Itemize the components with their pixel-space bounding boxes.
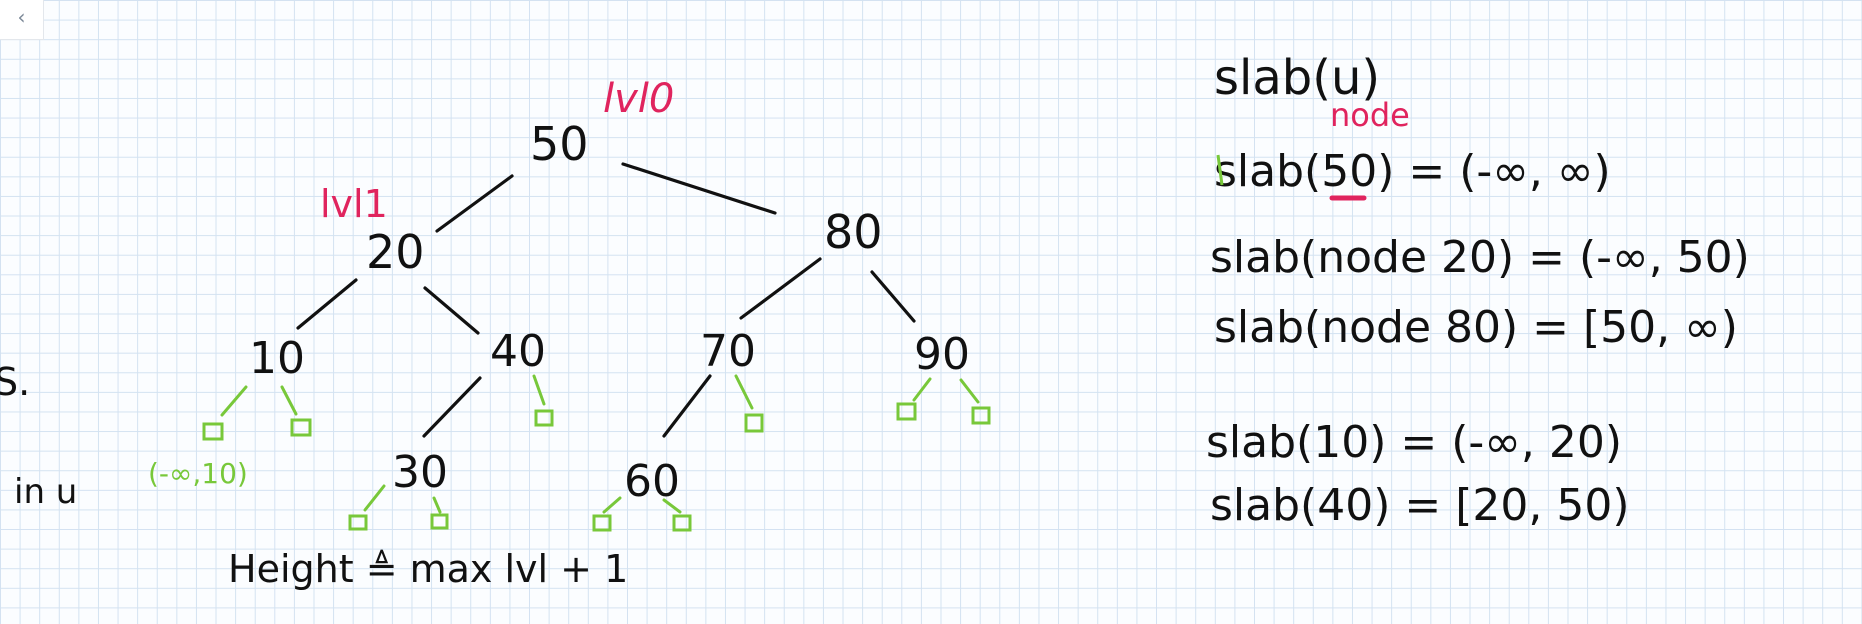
nil-leaf-box [971, 406, 991, 425]
edge-20-10 [296, 278, 358, 330]
node-40: 40 [490, 326, 546, 377]
nil-leaf-box [896, 402, 917, 421]
slab-line-2: slab(node 20) = (-∞, 50) [1210, 232, 1750, 283]
slab-line-3: slab(node 80) = [50, ∞) [1214, 302, 1738, 353]
slab-line-5: slab(40) = [20, 50) [1210, 480, 1629, 531]
nil-leaf-box [744, 413, 764, 433]
nil-leaf-box [290, 418, 312, 437]
back-button[interactable]: ‹ [0, 0, 44, 40]
edge-70-60 [662, 374, 712, 438]
level-0-label: lvl0 [603, 76, 674, 122]
nil-leaf-box [592, 514, 612, 532]
edge-80-70 [739, 257, 822, 320]
node-90: 90 [914, 329, 970, 380]
nil-leaf-box [202, 422, 224, 441]
tree-edges [296, 162, 916, 438]
slab-line-4: slab(10) = (-∞, 20) [1206, 417, 1622, 468]
nil-leaf-box [348, 514, 368, 531]
nil-leaf-box [672, 514, 692, 532]
slab-line-1: slab(50) = (-∞, ∞) [1214, 146, 1611, 197]
chevron-left-icon: ‹ [17, 5, 26, 29]
edge-80-90 [870, 270, 916, 323]
nil-leaf-box [534, 409, 554, 427]
node-80: 80 [824, 205, 883, 259]
level-1-label: lvl1 [320, 182, 388, 226]
node-60: 60 [624, 456, 680, 507]
node-50: 50 [530, 117, 589, 171]
tree-nodes: 50 20 80 10 40 70 90 30 60 [249, 117, 970, 507]
node-70: 70 [700, 326, 756, 377]
slab-notes: slab(u) node slab(50) = (-∞, ∞) slab(nod… [1206, 50, 1750, 531]
node-20: 20 [366, 225, 425, 279]
edge-40-30 [422, 376, 482, 438]
nil-leaves [202, 374, 991, 532]
margin-in-u-text: in u [14, 472, 77, 512]
leaf-interval-label: (-∞,10) [148, 457, 248, 490]
node-30: 30 [392, 447, 448, 498]
nil-leaf-box [430, 513, 449, 530]
edge-20-40 [423, 286, 480, 335]
edge-50-80 [621, 162, 777, 215]
notes-header: slab(u) [1214, 50, 1380, 106]
height-definition: Height ≜ max lvl + 1 [228, 547, 628, 591]
edge-50-20 [435, 174, 514, 233]
node-caption: node [1330, 96, 1410, 134]
green-check-mark [1216, 154, 1224, 186]
margin-s-text: S. [0, 360, 30, 404]
node-10: 10 [249, 333, 305, 384]
